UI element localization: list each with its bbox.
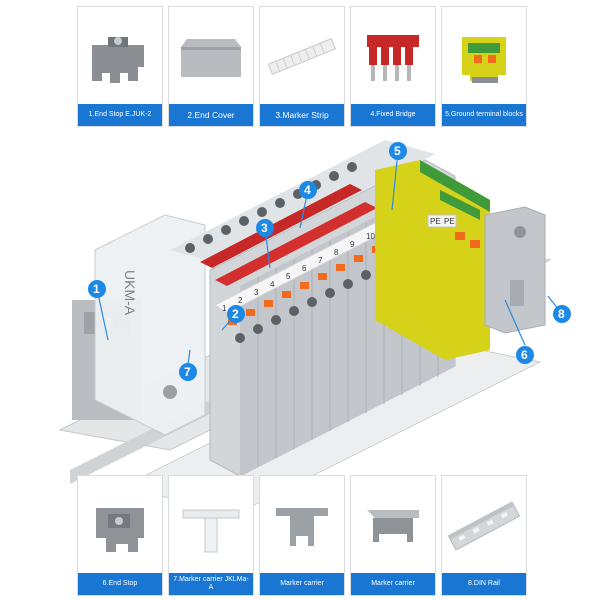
card-marker-strip: 3.Marker Strip xyxy=(259,6,345,127)
callouts: 1 2 3 4 5 6 7 8 xyxy=(88,142,571,381)
card-marker-carrier-1: Marker carrier xyxy=(259,475,345,596)
carrier-text: UKM-A xyxy=(122,270,138,316)
svg-text:5: 5 xyxy=(394,144,401,158)
end-cover-image xyxy=(181,39,241,77)
pe-label-1: PE xyxy=(430,217,441,226)
marker-carrier-image xyxy=(367,510,419,542)
card-label: 2.End Cover xyxy=(169,104,253,126)
card-label: 5.Ground terminal blocks xyxy=(442,104,526,126)
card-end-stop-ejuk2: 1.End Stop E.JUK-2 xyxy=(77,6,163,127)
right-end-stop xyxy=(484,206,546,334)
card-marker-carrier-jklma: 7.Marker carrier JKLMa-A xyxy=(168,475,254,596)
card-ground-terminal: 5.Ground terminal blocks xyxy=(441,6,527,127)
pe-label-2: PE xyxy=(444,217,455,226)
din-rail-image xyxy=(447,501,521,551)
svg-text:4: 4 xyxy=(270,280,275,289)
svg-text:8: 8 xyxy=(334,248,339,257)
card-din-rail: 8.DIN Rail xyxy=(441,475,527,596)
svg-text:6: 6 xyxy=(521,348,528,362)
svg-text:7: 7 xyxy=(184,365,191,379)
svg-text:1: 1 xyxy=(222,304,227,313)
card-marker-carrier-2: Marker carrier xyxy=(350,475,436,596)
svg-text:4: 4 xyxy=(304,183,311,197)
terminal-top-face xyxy=(170,140,435,264)
svg-text:9: 9 xyxy=(350,240,355,249)
fixed-bridge xyxy=(200,184,362,268)
fixed-bridge-image xyxy=(367,35,419,81)
svg-text:8: 8 xyxy=(558,307,565,321)
svg-text:2: 2 xyxy=(232,307,239,321)
card-fixed-bridge: 4.Fixed Bridge xyxy=(350,6,436,127)
card-label: 8.DIN Rail xyxy=(442,573,526,595)
ground-terminal-image xyxy=(462,37,506,83)
marker-carrier-image xyxy=(182,509,240,553)
card-label: 3.Marker Strip xyxy=(260,104,344,126)
card-end-cover: 2.End Cover xyxy=(168,6,254,127)
marker-strip-image xyxy=(267,38,337,76)
card-label: Marker carrier xyxy=(260,573,344,595)
terminal-block-assembly: UKM-A 1 2 3 4 5 6 7 8 9 10 11 12 PE PE xyxy=(58,140,571,508)
card-label: 1.End Stop E.JUK-2 xyxy=(78,104,162,126)
svg-text:10: 10 xyxy=(366,232,375,241)
end-stop-image xyxy=(92,37,144,83)
svg-text:3: 3 xyxy=(254,288,259,297)
svg-text:1: 1 xyxy=(93,282,100,296)
svg-text:7: 7 xyxy=(318,256,323,265)
card-label: 4.Fixed Bridge xyxy=(351,104,435,126)
card-end-stop: 6.End Stop xyxy=(77,475,163,596)
svg-text:6: 6 xyxy=(302,264,307,273)
card-label: 6.End Stop xyxy=(78,573,162,595)
svg-text:5: 5 xyxy=(286,272,291,281)
end-stop-image xyxy=(96,508,144,552)
marker-carrier xyxy=(94,214,206,436)
svg-text:3: 3 xyxy=(261,221,268,235)
svg-text:2: 2 xyxy=(238,296,243,305)
marker-carrier-image xyxy=(276,508,328,546)
card-label: Marker carrier xyxy=(351,573,435,595)
card-label: 7.Marker carrier JKLMa-A xyxy=(169,573,253,595)
